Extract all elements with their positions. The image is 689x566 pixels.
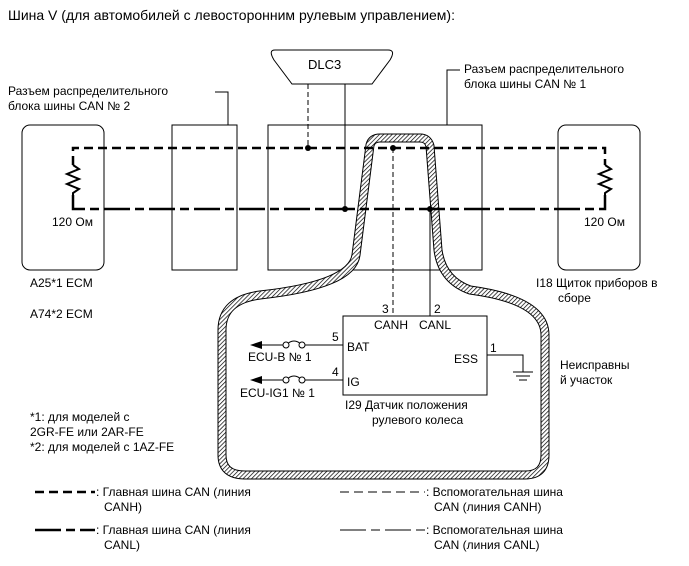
canh-main-line (71, 146, 607, 165)
ig-pin-label: IG (347, 375, 360, 389)
sensor-label: рулевого колеса (372, 413, 464, 427)
can2-leader (215, 91, 229, 125)
splice-dot (390, 145, 396, 151)
ess-ground-wire (487, 354, 533, 381)
ecm2-label: A74*2 ECM (30, 307, 93, 321)
dlc3-connector (270, 49, 394, 85)
can1-leader (446, 69, 460, 125)
splice-dot (342, 206, 348, 212)
legend-label: : Вспомогательная шина (426, 485, 563, 499)
fuse-ecu-b-label: ECU-B № 1 (248, 350, 312, 364)
resistor-right (596, 164, 614, 195)
resistor-left-label: 120 Ом (52, 215, 93, 229)
arrow-icon (250, 376, 262, 384)
canl-pin-label: CANL (419, 318, 452, 332)
can2-label: Разъем распределительного (8, 84, 169, 98)
can1-label: блока шины CAN № 1 (464, 77, 587, 91)
footnote: *1: для моделей с (30, 410, 130, 424)
cluster-label: сборе (558, 291, 591, 305)
can2-label: блока шины CAN № 2 (8, 99, 131, 113)
legend-label: CANH) (104, 500, 142, 514)
cluster-label: I18 Щиток приборов в (536, 276, 658, 290)
bat-pin-label: BAT (347, 340, 370, 354)
resistor-right-label: 120 Ом (584, 215, 625, 229)
dlc3-label: DLC3 (308, 57, 342, 72)
legend-label: CAN (линия CANH) (434, 500, 542, 514)
cluster-box (557, 124, 641, 271)
canh-pin-label: CANH (374, 318, 409, 332)
fault-area-label: Неисправны (560, 358, 630, 372)
footnote: *2: для моделей с 1AZ-FE (30, 440, 175, 454)
can1-junction-box (267, 124, 483, 271)
legend-label: : Главная шина CAN (линия (96, 485, 251, 499)
pin-label: 4 (332, 365, 339, 379)
splice-dot (305, 145, 311, 151)
legend-label: CAN (линия CANL) (434, 538, 540, 552)
pin-label: 2 (434, 302, 441, 316)
canl-main-line (71, 195, 607, 211)
pin-label: 3 (382, 302, 389, 316)
legend-label: : Главная шина CAN (линия (96, 523, 251, 537)
resistor-left (64, 164, 82, 195)
pin-label: 1 (490, 341, 497, 355)
arrow-icon (250, 341, 262, 349)
ecm1-label: A25*1 ECM (30, 276, 93, 290)
ess-pin-label: ESS (454, 352, 479, 366)
footnote: 2GR-FE или 2AR-FE (30, 425, 144, 439)
ecm-box (21, 124, 105, 271)
pin-label: 5 (332, 330, 339, 344)
sensor-label: I29 Датчик положения (345, 398, 468, 412)
splice-dot (427, 206, 433, 212)
legend-label: CANL) (104, 538, 141, 552)
diagram-title: Шина V (для автомобилей с левосторонним … (8, 7, 455, 23)
can1-label: Разъем распределительного (464, 62, 625, 76)
fuse-ecu-ig1-label: ECU-IG1 № 1 (240, 386, 315, 400)
fault-area-label: й участок (560, 373, 613, 387)
can2-junction-box (171, 124, 238, 271)
legend-label: : Вспомогательная шина (426, 523, 563, 537)
